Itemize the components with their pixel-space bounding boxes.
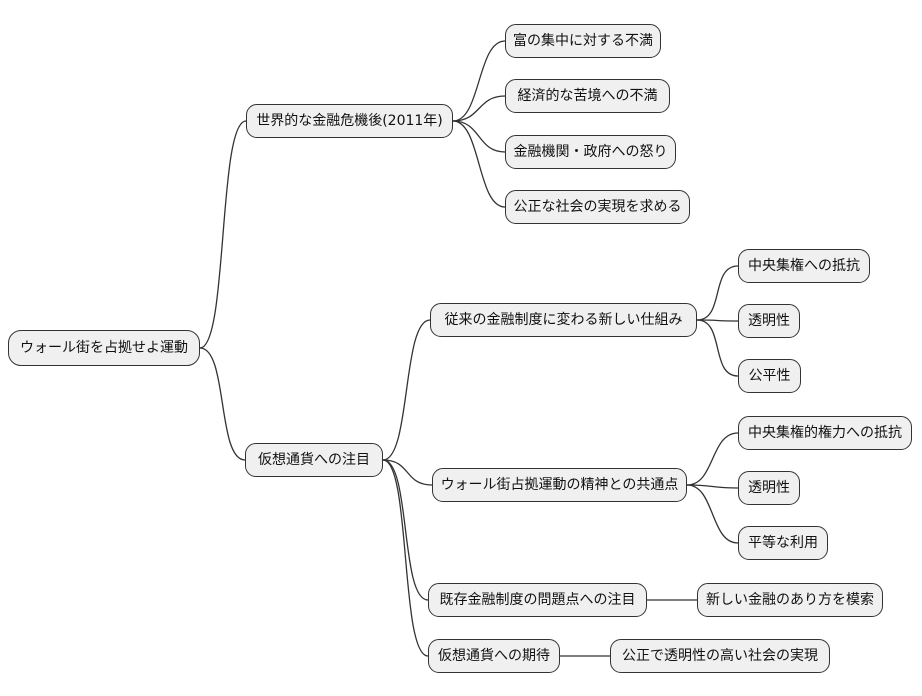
- node-equal-use: 平等な利用: [738, 526, 828, 560]
- edge-new-system-to-transparency: [696, 319, 739, 322]
- node-anger-at-institutions: 金融機関・政府への怒り: [505, 135, 676, 169]
- node-resist-centralization: 中央集権への抵抗: [738, 249, 870, 283]
- node-existing-system-problems: 既存金融制度の問題点への注目: [428, 583, 647, 617]
- edge-crypto-to-new-system: [382, 319, 431, 461]
- edge-common-spirit-to-antipower: [686, 432, 739, 486]
- edge-root-to-crisis: [199, 120, 247, 349]
- node-resist-centralized-power: 中央集権的権力への抵抗: [738, 416, 912, 450]
- node-crypto-attention: 仮想通貨への注目: [245, 443, 383, 477]
- edge-crisis-to-fair-society: [452, 120, 506, 208]
- node-common-spirit: ウォール街占拠運動の精神との共通点: [432, 468, 687, 502]
- edge-crypto-to-existing-problems: [382, 459, 429, 601]
- edge-crypto-to-common-spirit: [382, 459, 433, 486]
- edge-new-system-to-anticentral: [696, 265, 739, 321]
- node-transparency-1: 透明性: [738, 304, 800, 338]
- edge-crypto-to-expectation: [382, 459, 429, 657]
- edge-new-system-to-fairness: [696, 319, 739, 377]
- node-wealth-concentration: 富の集中に対する不満: [505, 24, 661, 58]
- node-transparency-2: 透明性: [738, 471, 800, 505]
- edge-common-spirit-to-transparency: [686, 484, 739, 489]
- node-crypto-expectation: 仮想通貨への期待: [428, 639, 560, 673]
- edge-crisis-to-anger: [452, 120, 506, 153]
- edge-crisis-to-wealth: [452, 40, 506, 122]
- edge-root-to-crypto: [199, 347, 246, 461]
- node-fair-transparent-society: 公正で透明性の高い社会の実現: [610, 639, 830, 673]
- node-occupy-wall-street: ウォール街を占拠せよ運動: [8, 330, 200, 366]
- edge-crisis-to-hardship: [452, 95, 506, 122]
- node-economic-hardship: 経済的な苦境への不満: [505, 79, 670, 113]
- node-seek-fair-society: 公正な社会の実現を求める: [505, 190, 690, 224]
- node-fairness: 公平性: [738, 359, 801, 393]
- node-new-financial-system: 従来の金融制度に変わる新しい仕組み: [430, 303, 697, 337]
- node-global-financial-crisis: 世界的な金融危機後(2011年): [246, 104, 453, 138]
- edge-common-spirit-to-equal-use: [686, 484, 739, 544]
- node-explore-new-finance: 新しい金融のあり方を模索: [697, 583, 883, 617]
